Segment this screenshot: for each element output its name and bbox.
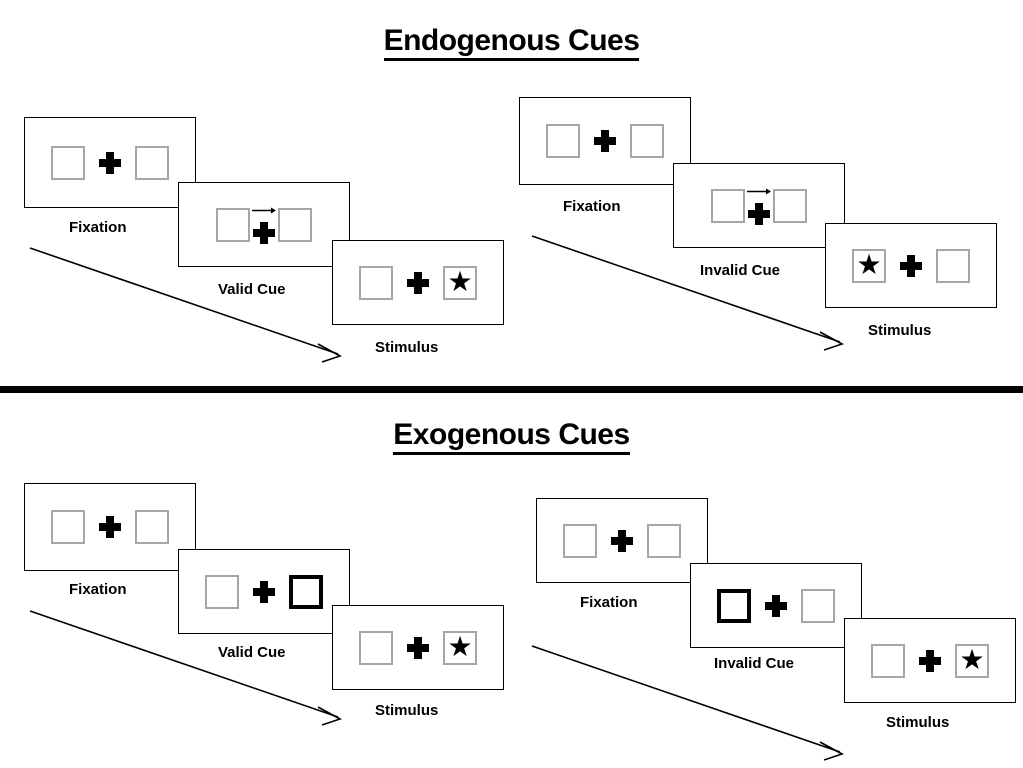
stimulus-row: ★ ★ [216, 206, 312, 244]
arrow-right-cue-icon [252, 207, 276, 213]
fixation-cross-icon [99, 151, 121, 174]
left-box[interactable]: ★ [205, 574, 239, 609]
trial-panel-endo-invalid-stimulus[interactable]: ★ ★ [825, 223, 997, 308]
right-box[interactable]: ★ [443, 265, 477, 300]
trial-panel-exo-valid-fixation[interactable]: ★ ★ [24, 483, 196, 571]
stimulus-row: ★ ★ [852, 248, 970, 283]
trial-panel-exo-valid-cue[interactable]: ★ ★ [178, 549, 350, 634]
target-star-icon: ★ [959, 643, 985, 675]
fixation-cross-icon [900, 254, 922, 277]
right-box[interactable]: ★ [773, 188, 807, 223]
right-box[interactable]: ★ [135, 510, 169, 544]
left-box-cued[interactable]: ★ [717, 588, 751, 623]
left-box[interactable]: ★ [216, 207, 250, 242]
right-box[interactable]: ★ [955, 643, 989, 678]
right-box[interactable]: ★ [936, 248, 970, 283]
left-box[interactable]: ★ [546, 124, 580, 158]
stage-caption-endo-invalid-stimulus: Stimulus [868, 322, 932, 339]
stage-caption-endo-valid-fixation: Fixation [69, 219, 127, 236]
stage-caption-exo-valid-fixation: Fixation [69, 581, 127, 598]
stage-caption-endo-invalid-fixation: Fixation [563, 198, 621, 215]
fixation-cross-icon [765, 594, 787, 617]
left-box[interactable]: ★ [871, 643, 905, 678]
stage-caption-endo-valid-stimulus: Stimulus [375, 339, 439, 356]
section-divider [0, 386, 1023, 393]
trial-panel-endo-valid-fixation[interactable]: ★ ★ [24, 117, 196, 208]
left-box[interactable]: ★ [359, 265, 393, 300]
left-box[interactable]: ★ [51, 510, 85, 544]
fixation-cross-icon [748, 202, 770, 225]
section-heading-exogenous: Exogenous Cues [0, 418, 1023, 455]
stimulus-row: ★ ★ [51, 145, 169, 180]
right-box[interactable]: ★ [801, 588, 835, 623]
target-star-icon: ★ [447, 265, 473, 297]
fixation-cross-icon [919, 649, 941, 672]
right-box[interactable]: ★ [135, 145, 169, 180]
fixation-cross-icon [407, 271, 429, 294]
trial-panel-exo-invalid-stimulus[interactable]: ★ ★ [844, 618, 1016, 703]
fixation-cross-icon [407, 636, 429, 659]
stage-caption-exo-valid-stimulus: Stimulus [375, 702, 439, 719]
right-box[interactable]: ★ [278, 207, 312, 242]
stimulus-row: ★ ★ [359, 630, 477, 665]
trial-panel-exo-valid-stimulus[interactable]: ★ ★ [332, 605, 504, 690]
stimulus-row: ★ ★ [717, 588, 835, 623]
trial-panel-endo-valid-stimulus[interactable]: ★ ★ [332, 240, 504, 325]
right-box-cued[interactable]: ★ [289, 574, 323, 609]
section-heading-exogenous-text: Exogenous Cues [393, 418, 630, 455]
trial-panel-endo-invalid-cue[interactable]: ★ ★ [673, 163, 845, 248]
stimulus-row: ★ ★ [359, 265, 477, 300]
left-box[interactable]: ★ [51, 145, 85, 180]
stage-caption-exo-invalid-cue: Invalid Cue [714, 655, 795, 672]
fixation-cross-icon [594, 130, 616, 152]
stimulus-row: ★ ★ [563, 523, 681, 558]
stimulus-row: ★ ★ [546, 124, 664, 158]
left-box[interactable]: ★ [852, 248, 886, 283]
section-heading-endogenous: Endogenous Cues [0, 24, 1023, 61]
right-box[interactable]: ★ [443, 630, 477, 665]
fixation-cross-icon [99, 516, 121, 538]
stimulus-row: ★ ★ [51, 510, 169, 544]
fixation-cross-icon [611, 529, 633, 552]
trial-panel-exo-invalid-fixation[interactable]: ★ ★ [536, 498, 708, 583]
trial-panel-endo-valid-cue[interactable]: ★ ★ [178, 182, 350, 267]
section-heading-endogenous-text: Endogenous Cues [383, 24, 640, 61]
left-box[interactable]: ★ [711, 188, 745, 223]
right-box[interactable]: ★ [630, 124, 664, 158]
stage-caption-exo-invalid-stimulus: Stimulus [886, 714, 950, 731]
stimulus-row: ★ ★ [711, 187, 807, 225]
fixation-cross-icon [253, 221, 275, 244]
trial-panel-endo-invalid-fixation[interactable]: ★ ★ [519, 97, 691, 185]
stage-caption-endo-valid-cue: Valid Cue [218, 281, 286, 298]
right-box[interactable]: ★ [647, 523, 681, 558]
stimulus-row: ★ ★ [205, 574, 323, 609]
fixation-cross-icon [253, 580, 275, 603]
stage-caption-endo-invalid-cue: Invalid Cue [700, 262, 781, 279]
stage-caption-exo-valid-cue: Valid Cue [218, 644, 286, 661]
trial-panel-exo-invalid-cue[interactable]: ★ ★ [690, 563, 862, 648]
arrow-right-cue-icon [747, 188, 771, 194]
stimulus-row: ★ ★ [871, 643, 989, 678]
stage-caption-exo-invalid-fixation: Fixation [580, 594, 638, 611]
time-arrow-exogenous-invalid [531, 645, 844, 761]
left-box[interactable]: ★ [563, 523, 597, 558]
left-box[interactable]: ★ [359, 630, 393, 665]
target-star-icon: ★ [856, 248, 882, 280]
target-star-icon: ★ [447, 630, 473, 662]
